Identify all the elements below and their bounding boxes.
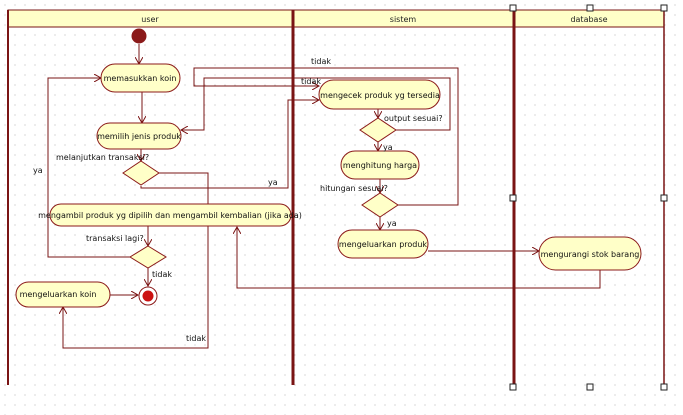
lane-title-user: user: [141, 15, 159, 24]
guard-tidak-transaksi-lagi: tidak: [152, 270, 172, 279]
activity-mengeluarkan-koin: [15, 281, 111, 308]
lane-title-sistem: sistem: [390, 15, 417, 24]
activity-memilih-jenis-produk: [96, 122, 182, 150]
activity-memasukkan-koin-label: memasukkan koin: [104, 74, 177, 83]
activity-mengurangi-stok-label: mengurangi stok barang: [541, 250, 640, 259]
guard-tidak-mengecek: tidak: [301, 77, 321, 86]
guard-ya-hitungan: ya: [387, 219, 397, 228]
edges: [47, 44, 601, 349]
guard-ya-output: ya: [383, 143, 393, 152]
guard-tidak-bottom: tidak: [186, 334, 206, 343]
start-node: [131, 28, 147, 44]
activity-mengeluarkan-produk: [337, 229, 429, 259]
lane-title-database: database: [570, 15, 607, 24]
guard-ya-melanjutkan: ya: [268, 178, 278, 187]
decision-output-sesuai: [359, 117, 397, 143]
activity-menghitung-harga-label: menghitung harga: [343, 161, 417, 170]
activity-memasukkan-koin: [100, 63, 181, 93]
end-node: [138, 286, 158, 306]
selection-handles: [509, 4, 668, 391]
decision-melanjutkan-transaksi-label: melanjutkan transaksi?: [56, 153, 149, 162]
activity-mengambil-produk-label: mengambil produk yg dipilih dan mengambi…: [38, 211, 302, 220]
decision-output-sesuai-label: output sesuai?: [384, 114, 443, 123]
decision-transaksi-lagi: [129, 245, 167, 269]
decision-melanjutkan-transaksi: [122, 160, 160, 186]
guard-ya-left: ya: [33, 166, 43, 175]
activity-mengeluarkan-koin-label: mengeluarkan koin: [20, 290, 97, 299]
activity-mengecek-produk-label: mengecek produk yg tersedia: [320, 91, 440, 100]
decision-hitungan-sesuai: [361, 192, 399, 218]
activity-memilih-jenis-produk-label: memilih jenis produk: [97, 132, 181, 141]
activity-mengambil-produk: [49, 203, 292, 227]
guard-tidak-top: tidak: [311, 57, 331, 66]
decision-hitungan-sesuai-label: hitungan sesuai?: [320, 184, 388, 193]
activity-mengurangi-stok: [538, 236, 642, 271]
activity-mengecek-produk: [318, 79, 441, 110]
activity-mengeluarkan-produk-label: mengeluarkan produk: [339, 240, 428, 249]
activity-menghitung-harga: [340, 150, 420, 180]
decision-transaksi-lagi-label: transaksi lagi?: [86, 234, 144, 243]
